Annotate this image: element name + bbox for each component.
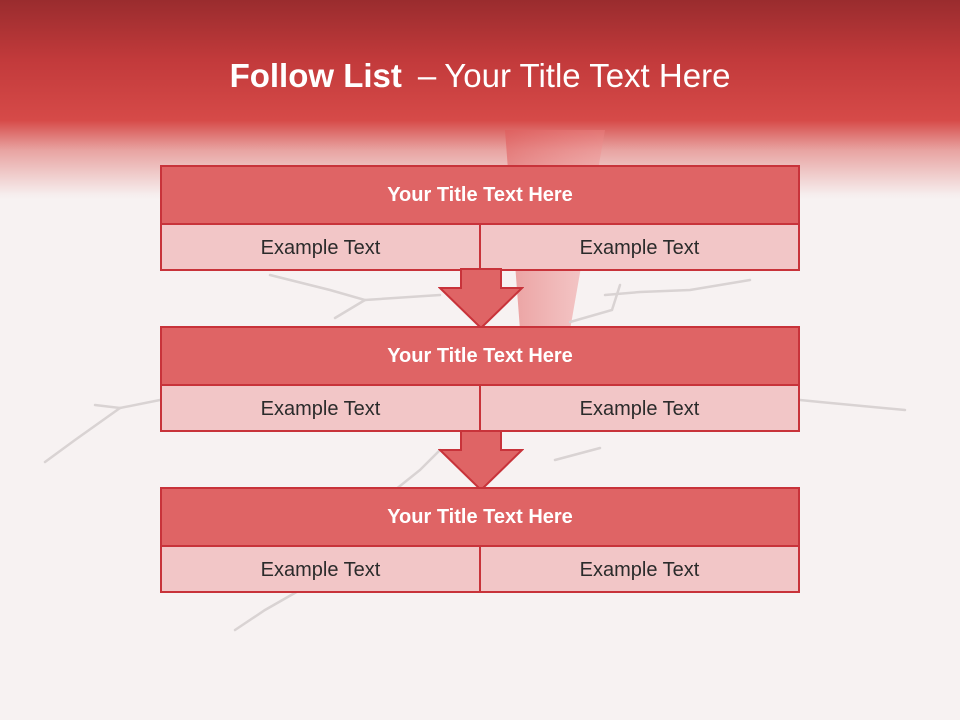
- block-cell-left[interactable]: Example Text: [260, 558, 381, 581]
- list-block-3[interactable]: Your Title Text Here Example Text Exampl…: [160, 487, 800, 593]
- slide-title-separator: –: [417, 57, 437, 94]
- slide-title-rest: Your Title Text Here: [444, 57, 731, 94]
- block-row: Example Text Example Text: [162, 386, 798, 432]
- crack-lines: [43, 273, 907, 632]
- block-title[interactable]: Your Title Text Here: [162, 328, 798, 386]
- down-arrow-icon: [438, 268, 524, 330]
- slide-title-bold: Follow List: [229, 57, 402, 94]
- block-cell-right[interactable]: Example Text: [479, 547, 798, 593]
- list-block-2[interactable]: Your Title Text Here Example Text Exampl…: [160, 326, 800, 432]
- block-cell-left[interactable]: Example Text: [260, 397, 381, 420]
- block-cell-right[interactable]: Example Text: [479, 386, 798, 432]
- down-arrow-icon: [438, 430, 524, 492]
- list-block-1[interactable]: Your Title Text Here Example Text Exampl…: [160, 165, 800, 271]
- block-row: Example Text Example Text: [162, 547, 798, 593]
- block-cell-left[interactable]: Example Text: [260, 236, 381, 259]
- block-title[interactable]: Your Title Text Here: [162, 489, 798, 547]
- slide-title: Follow List–Your Title Text Here: [0, 52, 960, 100]
- block-row: Example Text Example Text: [162, 225, 798, 271]
- block-cell-right[interactable]: Example Text: [479, 225, 798, 271]
- block-title[interactable]: Your Title Text Here: [162, 167, 798, 225]
